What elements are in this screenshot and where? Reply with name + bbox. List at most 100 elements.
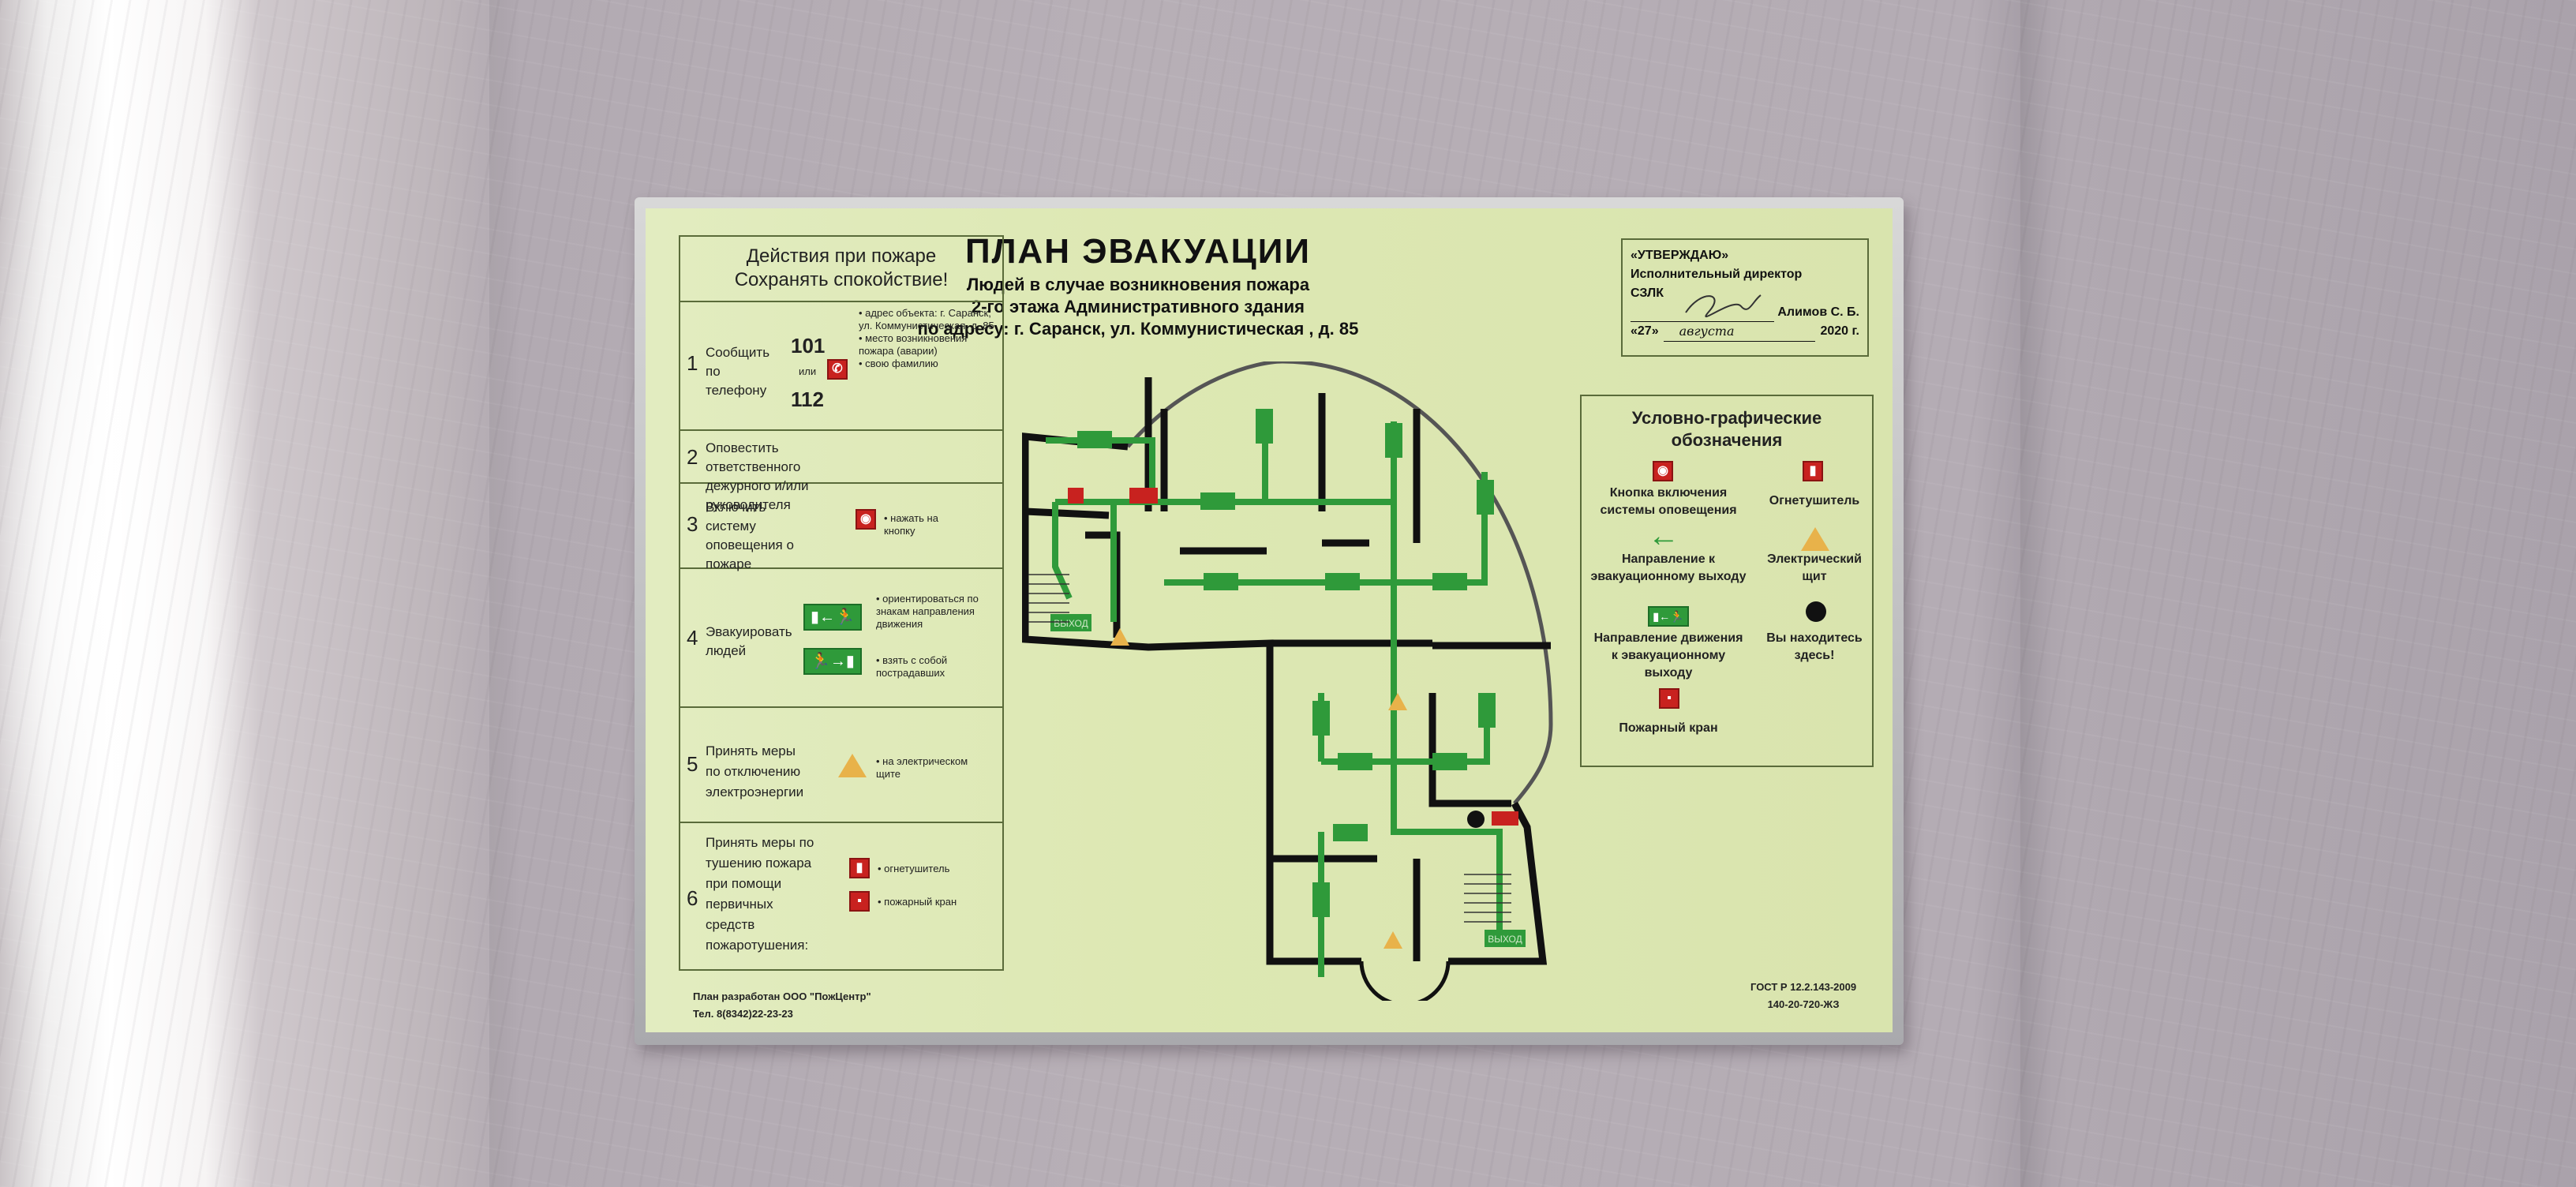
approval-day: «27» bbox=[1631, 324, 1659, 338]
evacuation-plan-frame: ПЛАН ЭВАКУАЦИИ Людей в случае возникнове… bbox=[635, 197, 1904, 1045]
exit-label-box bbox=[1050, 614, 1091, 631]
developer-credit: План разработан ООО "ПожЦентр" bbox=[693, 990, 871, 1002]
plan-subtitle-2: 2-го этажа Административного здания bbox=[972, 297, 1305, 316]
exit-direction-sign-icon: ▮←🏃 bbox=[1648, 606, 1689, 627]
bullet: • огнетушитель bbox=[878, 863, 950, 874]
plan-address: по адресу: г. Саранск, ул. Коммунистичес… bbox=[917, 319, 1359, 339]
legend-item: Кнопка включения системы оповещения bbox=[1600, 486, 1737, 517]
exit-sign bbox=[1256, 409, 1273, 444]
exit-left-sign-icon: ▮←🏃 bbox=[803, 604, 862, 631]
electric-panel-icon bbox=[1388, 693, 1407, 710]
action-step-3: 3 Включить систему оповещения о пожаре ◉… bbox=[680, 484, 1002, 571]
exit-sign bbox=[1312, 882, 1330, 917]
step-number: 5 bbox=[687, 752, 698, 776]
exit-sign bbox=[1385, 423, 1402, 458]
phone-112: 112 bbox=[791, 388, 824, 411]
bullet: • нажать на кнопку bbox=[884, 512, 938, 537]
extinguisher-hydrant-icon bbox=[1129, 488, 1158, 504]
exit-sign bbox=[1477, 480, 1494, 515]
exit-label: ВЫХОД bbox=[1054, 618, 1088, 629]
bullet: • пожарный кран bbox=[878, 896, 957, 908]
fire-hydrant-icon: ▪ bbox=[849, 891, 870, 912]
bullet: • свою фамилию bbox=[859, 358, 938, 369]
phone-101: 101 bbox=[791, 334, 826, 358]
bullet: • ориентироваться по знакам направления … bbox=[876, 593, 979, 630]
wall-corner-right bbox=[2020, 0, 2052, 1187]
gost-standard: ГОСТ Р 12.2.143-2009 bbox=[1750, 981, 1857, 993]
legend-box: Условно-графические обозначения ◉ Кнопка… bbox=[1580, 395, 1874, 767]
legend-item: Вы находитесь здесь! bbox=[1766, 631, 1863, 662]
action-step-5: 5 Принять меры по отключению электроэнер… bbox=[680, 708, 1002, 823]
sunlight-patch bbox=[0, 142, 237, 1034]
bullet: • взять с собой пострадавших bbox=[876, 654, 948, 679]
exit-sign bbox=[1333, 824, 1368, 841]
step-text: Принять меры по отключению электроэнерги… bbox=[706, 743, 804, 799]
developer-phone: Тел. 8(8342)22-23-23 bbox=[693, 1008, 793, 1020]
footer-developer-block: План разработан ООО "ПожЦентр" Тел. 8(83… bbox=[693, 988, 871, 1023]
fire-hydrant-icon: ▪ bbox=[1659, 688, 1679, 709]
footer-standard-block: ГОСТ Р 12.2.143-2009 140-20-720-ЖЗ bbox=[1750, 979, 1856, 1013]
staircase bbox=[1028, 574, 1511, 923]
exit-sign bbox=[1200, 492, 1235, 510]
wall-corner-left bbox=[489, 0, 521, 1187]
legend-item: Огнетушитель bbox=[1769, 494, 1860, 507]
step-text: Эвакуировать людей bbox=[706, 624, 792, 658]
bullet: • место возникновения пожара (аварии) bbox=[859, 332, 968, 357]
step-number: 3 bbox=[687, 512, 698, 536]
action-step-1: 1 Сообщить по телефону 101 или ✆ 112 • а… bbox=[680, 302, 1002, 431]
approver-name: Алимов С. Б. bbox=[1777, 305, 1859, 319]
extinguisher-icon: ▮ bbox=[849, 858, 870, 878]
evacuation-plan-sign: ПЛАН ЭВАКУАЦИИ Людей в случае возникнове… bbox=[646, 208, 1893, 1032]
rounded-wall bbox=[1126, 361, 1553, 805]
step-number: 6 bbox=[687, 886, 698, 910]
or-label: или bbox=[799, 365, 817, 377]
actions-heading-1: Действия при пожаре bbox=[746, 245, 937, 267]
you-are-here-marker bbox=[1467, 811, 1485, 828]
step-text: Принять меры по тушению пожара при помощ… bbox=[706, 835, 814, 953]
alarm-button-icon: ◉ bbox=[1653, 461, 1673, 481]
action-step-6: 6 Принять меры по тушению пожара при пом… bbox=[680, 823, 1002, 969]
fire-actions-panel: Действия при пожаре Сохранять спокойстви… bbox=[679, 235, 1004, 971]
exit-sign bbox=[1432, 573, 1467, 590]
step-text: Включить систему оповещения о пожаре bbox=[706, 500, 794, 571]
entrance-arc bbox=[1359, 960, 1451, 1001]
approval-month: августа bbox=[1663, 322, 1816, 342]
bullet: • на электрическом щите bbox=[876, 755, 968, 780]
exit-label-box bbox=[1485, 930, 1526, 947]
action-step-4: 4 Эвакуировать людей ▮←🏃 🏃→▮ • ориентиро… bbox=[680, 569, 1002, 708]
legend-item: Пожарный кран bbox=[1619, 721, 1718, 735]
extinguisher-icon: ▮ bbox=[1803, 461, 1823, 481]
exit-sign bbox=[1077, 431, 1112, 448]
plan-subtitle-1: Людей в случае возникновения пожара bbox=[966, 275, 1310, 294]
floor-plan: ВЫХОД ВЫХОД bbox=[1022, 361, 1553, 1001]
exit-right-sign-icon: 🏃→▮ bbox=[803, 648, 862, 675]
actions-heading: Действия при пожаре Сохранять спокойстви… bbox=[680, 237, 1002, 302]
exit-sign bbox=[1432, 753, 1467, 770]
actions-heading-2: Сохранять спокойствие! bbox=[734, 269, 949, 290]
alarm-button-icon bbox=[1068, 488, 1084, 504]
plan-code: 140-20-720-ЖЗ bbox=[1767, 998, 1840, 1010]
legend-item: Направление к эвакуационному выходу bbox=[1590, 552, 1747, 583]
step-text: Сообщить по телефону bbox=[706, 345, 770, 398]
step-number: 1 bbox=[687, 351, 698, 375]
you-are-here-icon bbox=[1806, 601, 1826, 622]
signature-icon bbox=[1685, 294, 1762, 317]
exit-sign bbox=[1204, 573, 1238, 590]
exit-sign bbox=[1325, 573, 1360, 590]
approval-org: СЗЛК bbox=[1631, 286, 1664, 300]
bullet: • адрес объекта: г. Саранск, ул. Коммуни… bbox=[859, 307, 994, 331]
exit-signs bbox=[1077, 409, 1496, 917]
plan-title: ПЛАН ЭВАКУАЦИИ bbox=[964, 232, 1312, 271]
action-step-2: 2 Оповестить ответственного дежурного и/… bbox=[680, 431, 1002, 512]
electric-panel-icon bbox=[1110, 628, 1129, 646]
step-number: 2 bbox=[687, 445, 698, 469]
legend-title: Условно-графические обозначения bbox=[1631, 408, 1822, 450]
approval-heading: «УТВЕРЖДАЮ» bbox=[1631, 249, 1729, 262]
exit-sign bbox=[1312, 701, 1330, 736]
approval-box: «УТВЕРЖДАЮ» Исполнительный директор СЗЛК… bbox=[1621, 238, 1869, 357]
electric-panel-icon bbox=[838, 754, 867, 777]
legend-item: Направление движения к эвакуационному вы… bbox=[1593, 631, 1743, 680]
electric-panel-icon bbox=[1383, 931, 1402, 949]
extinguisher-hydrant-icon bbox=[1492, 811, 1518, 826]
step-number: 4 bbox=[687, 626, 698, 650]
